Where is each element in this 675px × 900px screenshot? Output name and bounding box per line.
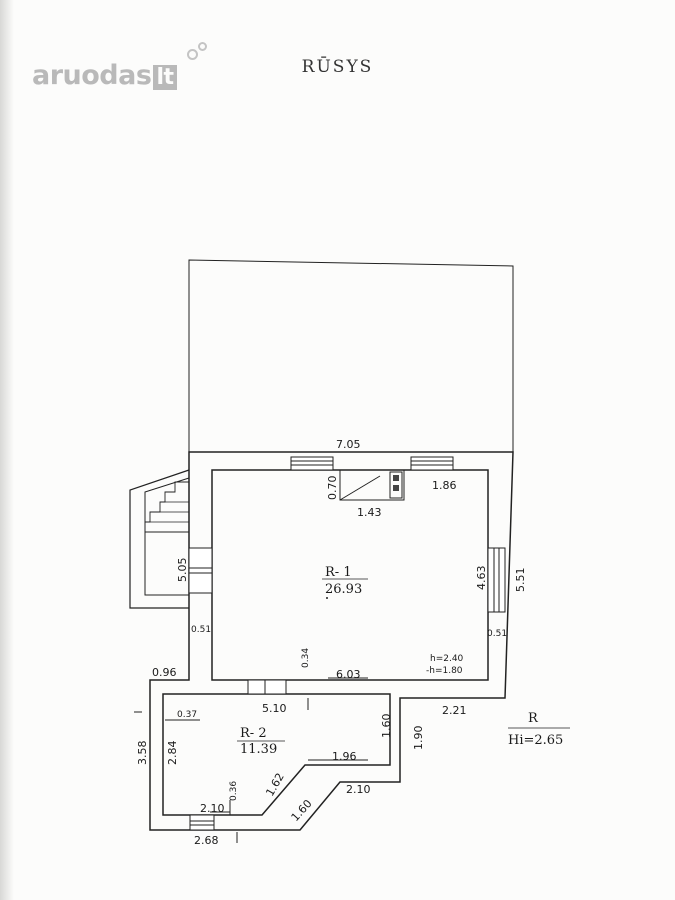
window-right bbox=[487, 547, 506, 613]
dim-niche-width: 1.43 bbox=[357, 506, 382, 519]
dim-bottom-wall: 0.34 bbox=[301, 648, 311, 668]
dim-r2-diag-outer-width: 2.10 bbox=[346, 783, 371, 796]
plan-title: RŪSYS bbox=[301, 57, 374, 77]
dim-right-of-niche: 1.86 bbox=[432, 479, 457, 492]
outside-label: R bbox=[528, 711, 539, 726]
watermark-brand: aruodas bbox=[32, 60, 152, 91]
dim-right-outer: 5.51 bbox=[514, 568, 527, 593]
dim-r2-right-outer: 1.90 bbox=[412, 726, 425, 751]
dim-r2-diag-inner: 1.62 bbox=[263, 771, 287, 799]
stair-steps bbox=[144, 481, 189, 533]
dim-step-left: 0.96 bbox=[152, 666, 177, 679]
watermark-house-icon: lt bbox=[153, 65, 177, 90]
dim-r2-bottom-outer: 2.68 bbox=[194, 834, 219, 847]
dim-niche-depth: 0.70 bbox=[326, 476, 339, 501]
stove-niche bbox=[339, 469, 405, 501]
dim-r2-bottom-inner: 2.10 bbox=[200, 802, 225, 815]
window-bottom bbox=[189, 814, 215, 831]
dim-r2-left-inner: 2.84 bbox=[166, 741, 179, 766]
upper-floor-outline bbox=[188, 259, 514, 453]
room-2-area: 11.39 bbox=[240, 742, 277, 757]
dim-bottom-inner: 6.03 bbox=[336, 668, 361, 681]
room-2-label: R- 2 bbox=[240, 726, 267, 741]
room-1-outer-wall bbox=[149, 451, 514, 831]
dim-r2-top: 5.10 bbox=[262, 702, 287, 715]
dim-r2-wall: 0.37 bbox=[177, 710, 197, 720]
window-top-right bbox=[410, 456, 454, 471]
dim-step-right: 2.21 bbox=[442, 704, 467, 717]
window-top-left bbox=[290, 456, 334, 471]
page-edge-shadow bbox=[0, 0, 14, 900]
watermark-smoke-icon-small bbox=[198, 42, 207, 51]
watermark-tld: lt bbox=[156, 65, 174, 90]
room-1-low-height: -h=1.80 bbox=[426, 666, 463, 676]
dim-left-wall: 5.05 bbox=[176, 558, 189, 583]
stairs-inner bbox=[144, 477, 190, 596]
room-1-area: 26.93 bbox=[325, 582, 362, 597]
dim-right-inner: 4.63 bbox=[475, 566, 488, 591]
room-2-inner-wall bbox=[162, 693, 391, 816]
dim-left-outer: 3.58 bbox=[136, 741, 149, 766]
dim-right-wall-thickness: 0.51 bbox=[487, 629, 507, 639]
dim-top-width: 7.05 bbox=[336, 438, 361, 451]
room-1-label: R- 1 bbox=[325, 565, 352, 580]
exterior-stairs bbox=[129, 469, 190, 609]
outside-height: Hi=2.65 bbox=[508, 733, 563, 748]
dim-left-wall-thickness: 0.51 bbox=[191, 625, 211, 635]
dim-r2-diag-outer: 1.60 bbox=[289, 797, 315, 824]
window-left bbox=[188, 547, 213, 594]
doorway-r1-r2 bbox=[247, 679, 287, 695]
watermark-smoke-icon bbox=[187, 49, 198, 60]
dim-r2-right-inner: 1.60 bbox=[380, 714, 393, 739]
stove-icon bbox=[389, 471, 403, 499]
dim-r2-bottom-thickness: 0.36 bbox=[229, 781, 239, 801]
dim-r2-mid: 1.96 bbox=[332, 750, 357, 763]
room-1-height: h=2.40 bbox=[430, 654, 464, 664]
